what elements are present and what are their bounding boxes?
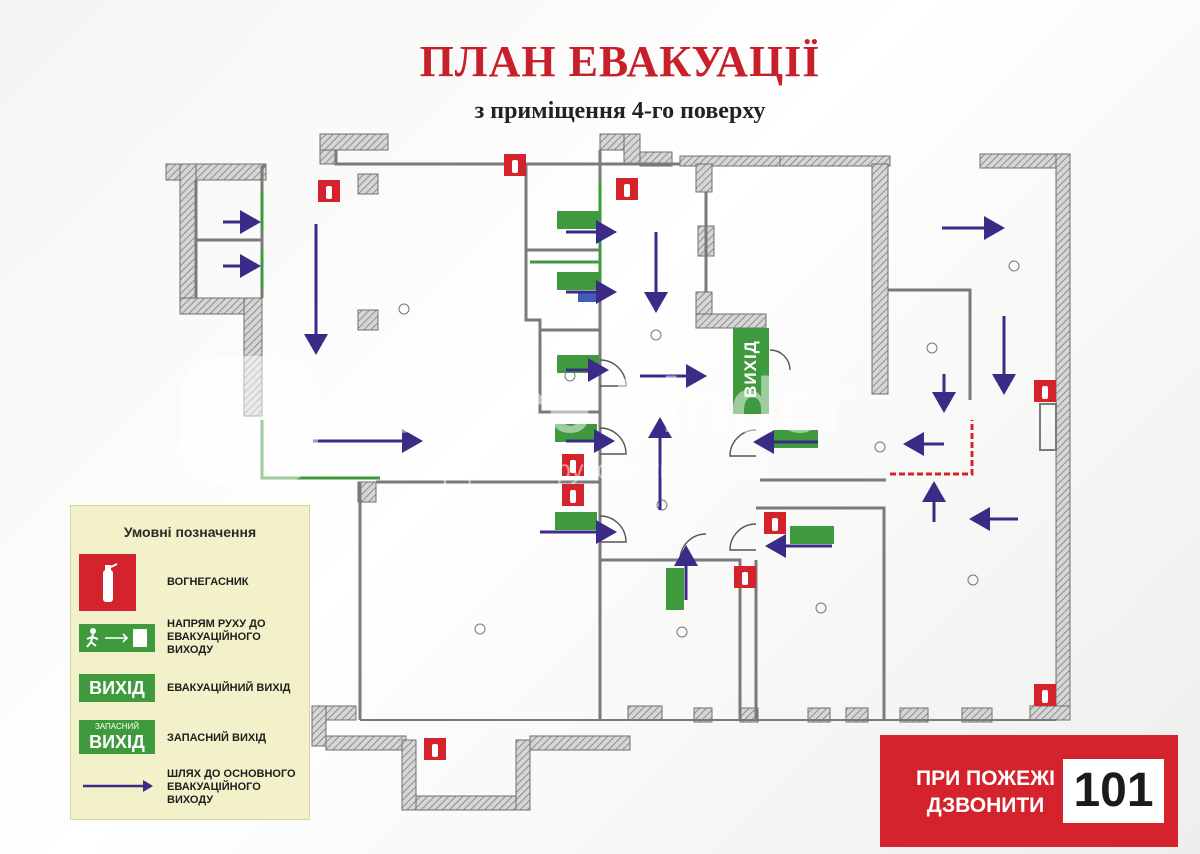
spare-exit-sign-text: ВИХІД: [89, 732, 145, 752]
fire-extinguisher-icon: [79, 554, 136, 611]
fire-extinguisher-icon: [616, 178, 638, 200]
plan-subtitle: з приміщення 4-го поверху: [474, 98, 766, 124]
fire-emergency-panel: ПРИ ПОЖЕЖІ ДЗВОНИТИ 101: [880, 735, 1178, 847]
interior-walls: [194, 150, 1057, 721]
outer-walls: [165, 133, 1071, 811]
fire-extinguisher-icon: [1034, 684, 1056, 706]
fire-call-text: ПРИ ПОЖЕЖІ ДЗВОНИТИ: [916, 767, 1055, 817]
fire-extinguisher-icon: [424, 738, 446, 760]
legend-label-exit: ЕВАКУАЦІЙНИЙ ВИХІД: [167, 682, 291, 694]
fire-extinguisher-icon: [504, 154, 526, 176]
fire-extinguisher-icon: [734, 566, 756, 588]
fire-extinguisher-icon: [1034, 380, 1056, 402]
fire-extinguisher-icon: [562, 484, 584, 506]
legend-title: Умовні позначення: [123, 524, 257, 540]
spare-exit-sign-top: ЗАПАСНИЙ: [94, 722, 140, 731]
main-exit-sign-text: ВИХІД: [741, 340, 760, 398]
fire-extinguisher-markers: [318, 154, 1056, 760]
fire-extinguisher-icon: [318, 180, 340, 202]
fire-extinguisher-icon: [562, 454, 584, 476]
plan-title: ПЛАН ЕВАКУАЦІЇ: [419, 37, 821, 86]
running-man-exit-signs: [555, 211, 834, 610]
spare-exit-sign: ЗАПАСНИЙ ВИХІД: [79, 720, 155, 754]
legend-label-spare-exit: ЗАПАСНИЙ ВИХІД: [167, 732, 267, 744]
exit-sign: ВИХІД: [79, 674, 155, 702]
fire-call-number: 101: [1063, 759, 1164, 823]
exit-sign-text: ВИХІД: [89, 678, 145, 698]
ceiling-lights: [398, 260, 1020, 638]
running-man-exit-icon: [79, 624, 155, 652]
legend-panel: Умовні позначення ВОГНЕГАСНИК НАПРЯМ РУХ…: [70, 505, 310, 820]
legend-label-route: ШЛЯХ ДО ОСНОВНОГО ЕВАКУАЦІЙНОГО ВИХОДУ: [167, 768, 296, 806]
evacuation-route-arrows: [223, 210, 1018, 600]
legend-label-direction: НАПРЯМ РУХУ ДО ЕВАКУАЦІЙНОГО ВИХОДУ: [167, 618, 266, 656]
main-exit-sign: ВИХІД: [733, 328, 769, 414]
red-partition: [890, 420, 974, 476]
arrow-icon: [81, 776, 157, 796]
fire-extinguisher-icon: [764, 512, 786, 534]
legend-label-extinguisher: ВОГНЕГАСНИК: [167, 576, 249, 588]
